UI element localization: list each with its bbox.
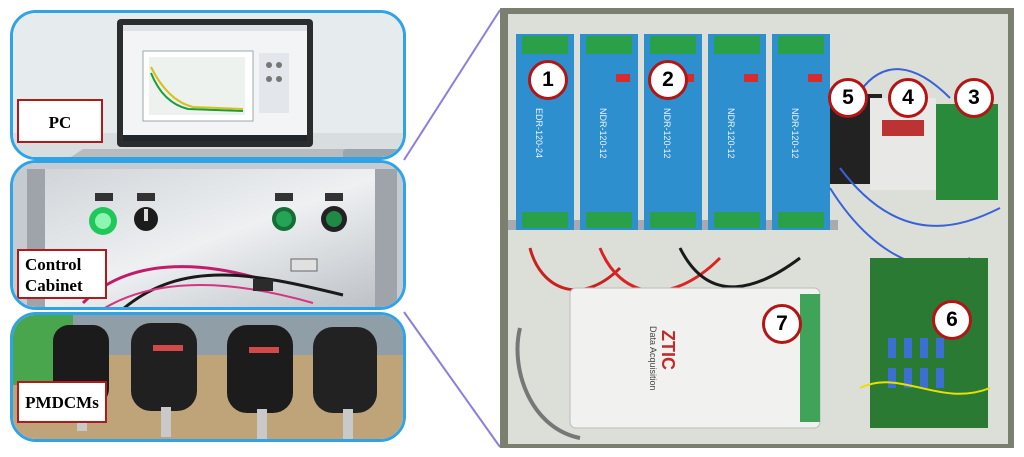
pc-label: PC xyxy=(17,99,103,143)
psu-label-1: EDR-120-24 xyxy=(534,108,544,159)
pc-photo xyxy=(13,13,403,157)
connector-line-bottom xyxy=(403,311,501,448)
marker-1: 1 xyxy=(528,60,568,100)
pmdcm-label-text: PMDCMs xyxy=(25,393,99,412)
marker-2: 2 xyxy=(648,60,688,100)
daq-subtitle: Data Acquisition xyxy=(648,326,658,391)
control-cabinet-panel: Control Cabinet xyxy=(10,160,406,310)
psu-label-4: NDR-120-12 xyxy=(726,108,736,159)
pc-panel: PC xyxy=(10,10,406,160)
control-cabinet-label-line1: Control xyxy=(25,255,82,274)
psu-label-3: NDR-120-12 xyxy=(662,108,672,159)
marker-5: 5 xyxy=(828,78,868,118)
marker-7: 7 xyxy=(762,304,802,344)
pmdcm-label: PMDCMs xyxy=(17,381,107,423)
control-cabinet-label-line2: Cabinet xyxy=(25,276,83,295)
cabinet-interior-photo: EDR-120-24 NDR-120-12 NDR-120-12 NDR-120… xyxy=(500,8,1014,448)
psu-label-5: NDR-120-12 xyxy=(790,108,800,159)
marker-3: 3 xyxy=(954,78,994,118)
connector-line-top xyxy=(403,9,501,161)
pmdcm-panel: PMDCMs xyxy=(10,312,406,442)
psu-group xyxy=(516,34,830,230)
control-cabinet-label: Control Cabinet xyxy=(17,249,107,299)
psu-label-2: NDR-120-12 xyxy=(598,108,608,159)
marker-6: 6 xyxy=(932,300,972,340)
pc-label-text: PC xyxy=(48,113,72,132)
marker-4: 4 xyxy=(888,78,928,118)
daq-brand: ZTIC xyxy=(658,330,678,370)
